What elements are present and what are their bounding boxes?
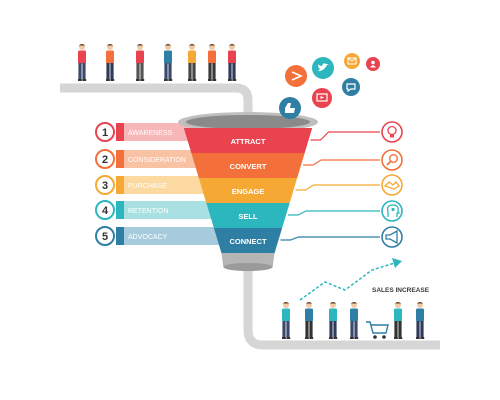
stage-band-accent	[116, 227, 124, 245]
right-connectors	[280, 131, 380, 241]
megaphone-icon	[381, 226, 403, 248]
stage-label: RETENTION	[128, 208, 168, 215]
person-figure	[164, 44, 173, 81]
stage-band	[116, 176, 218, 194]
person-figure	[329, 302, 338, 339]
funnel-layer-label: SELL	[238, 212, 258, 221]
stage-band	[116, 227, 224, 245]
stage-label: AWARENESS	[128, 130, 173, 137]
person-figure	[350, 302, 359, 339]
handshake-icon	[381, 174, 403, 196]
person-figure	[394, 302, 403, 339]
funnel-layer-connect	[213, 228, 283, 253]
twitter-bird-icon	[312, 57, 334, 79]
funnel-layer-label: CONNECT	[229, 237, 267, 246]
right-icon-list	[381, 121, 403, 248]
person-figure	[188, 44, 197, 81]
stage-number: 5	[102, 231, 108, 243]
chat-bubble-icon	[342, 78, 360, 96]
user-icon	[366, 57, 380, 71]
funnel-layer-attract	[183, 128, 313, 153]
stage-3: 3 PURCHASE	[95, 175, 218, 195]
stage-band-accent	[116, 150, 124, 168]
lightbulb-icon	[381, 121, 403, 143]
person-figure	[106, 44, 115, 81]
email-icon	[344, 53, 360, 69]
connector-line	[295, 184, 380, 191]
thumbs-up-icon	[279, 97, 301, 119]
funnel-layer-label: CONVERT	[230, 162, 267, 171]
stage-number: 3	[102, 180, 108, 192]
person-figure	[208, 44, 217, 81]
crowd-top	[78, 44, 237, 81]
funnel-layer-convert	[191, 153, 305, 178]
stage-band	[116, 150, 215, 168]
stage-5: 5 ADVOCACY	[95, 226, 224, 246]
stage-label: ADVOCACY	[128, 234, 168, 241]
stage-number-badge	[95, 175, 115, 195]
stage-band-accent	[116, 123, 124, 141]
stage-label: PURCHASE	[128, 183, 167, 190]
stage-band-accent	[116, 201, 124, 219]
funnel-spout-base	[223, 263, 273, 271]
share-icon	[285, 65, 307, 87]
sales-increase-label: SALES INCREASE	[372, 287, 430, 294]
stage-2: 2 CONSIDERATION	[95, 149, 215, 169]
stage-number: 1	[102, 127, 108, 139]
connector-line	[303, 159, 380, 166]
social-icon-cloud	[279, 53, 380, 119]
shopping-cart	[366, 321, 389, 339]
gear-head-icon	[381, 200, 403, 222]
person-figure	[416, 302, 425, 339]
funnel-layer-sell	[206, 203, 290, 228]
stage-list: 1 AWARENESS 2 CONSIDERATION 3 PURCHASE 4 RETENT…	[95, 122, 224, 246]
sales-trend-line	[299, 261, 399, 301]
funnel-layer-label: ATTRACT	[231, 137, 266, 146]
stage-number: 2	[102, 154, 108, 166]
magnifier-icon	[381, 149, 403, 171]
stage-number-badge	[95, 149, 115, 169]
video-icon	[312, 88, 332, 108]
stage-band-accent	[116, 176, 124, 194]
stage-number-badge	[95, 122, 115, 142]
funnel-layer-label: ENGAGE	[232, 187, 265, 196]
stage-4: 4 RETENTION	[95, 200, 221, 220]
connector-line	[288, 210, 380, 216]
person-figure	[136, 44, 145, 81]
funnel: ATTRACT CONVERT ENGAGE SELL CONNECT	[178, 112, 318, 271]
stage-label: CONSIDERATION	[128, 157, 186, 164]
person-figure	[228, 44, 237, 81]
stage-number-badge	[95, 200, 115, 220]
stage-band	[116, 201, 221, 219]
person-figure	[78, 44, 87, 81]
funnel-spout	[221, 253, 275, 267]
stage-number-badge	[95, 226, 115, 246]
connector-line	[280, 236, 380, 241]
crowd-bottom	[282, 302, 425, 339]
person-figure	[305, 302, 314, 339]
funnel-opening	[186, 115, 310, 129]
connector-line	[310, 131, 380, 141]
bottom-pipe	[243, 270, 440, 350]
sales-trend-arrow	[392, 258, 402, 268]
funnel-layer-engage	[198, 178, 298, 203]
person-figure	[282, 302, 291, 339]
stage-number: 4	[102, 205, 109, 217]
top-pipe	[60, 83, 253, 120]
